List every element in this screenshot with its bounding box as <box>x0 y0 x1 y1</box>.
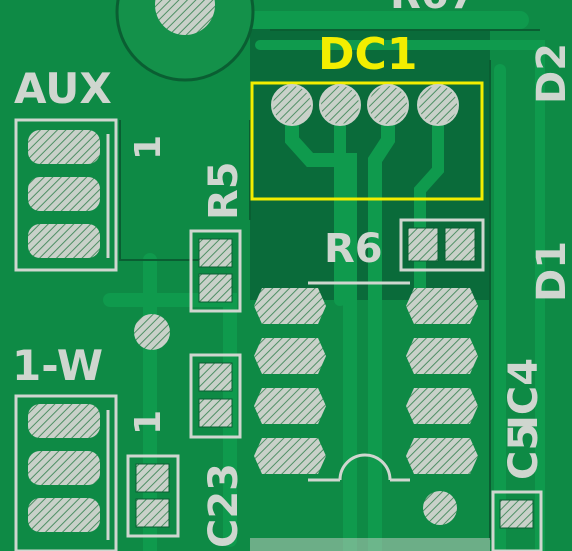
trace-edges <box>119 29 540 540</box>
c23-label: C23 <box>201 463 247 548</box>
r6-outline <box>399 218 485 272</box>
mounting-hole-pad <box>155 0 215 35</box>
aux-outline <box>14 118 118 272</box>
aux-pads <box>28 130 100 258</box>
ic4-label: IC4 <box>501 358 547 430</box>
d1-label: D1 <box>529 241 572 302</box>
top-cut-label: R67 <box>390 0 476 18</box>
one-wire-label: 1-W <box>12 341 103 390</box>
r5-outline <box>189 229 242 313</box>
r5-label: R5 <box>201 161 247 220</box>
d2-label: D2 <box>529 43 572 104</box>
aux-pin1-label: 1 <box>128 135 169 160</box>
one-wire-outline <box>14 394 118 551</box>
dc1-pads <box>271 84 459 126</box>
ic4-body <box>308 281 410 482</box>
one-wire-pin1-label: 1 <box>128 410 169 435</box>
c5-outline <box>491 490 543 551</box>
via <box>134 314 170 350</box>
bottom-component <box>250 538 490 551</box>
aux-label: AUX <box>14 64 112 113</box>
via-2 <box>423 491 457 525</box>
one-wire-pads <box>28 404 100 532</box>
r6-label: R6 <box>324 226 383 272</box>
cap-outline <box>126 454 180 538</box>
mounting-hole <box>115 0 255 82</box>
ic4-pads <box>254 288 478 474</box>
dc1-label: DC1 <box>318 29 417 80</box>
c5-label: C5 <box>501 423 547 480</box>
c23-outline <box>189 353 242 439</box>
dc1-outline <box>250 81 484 201</box>
